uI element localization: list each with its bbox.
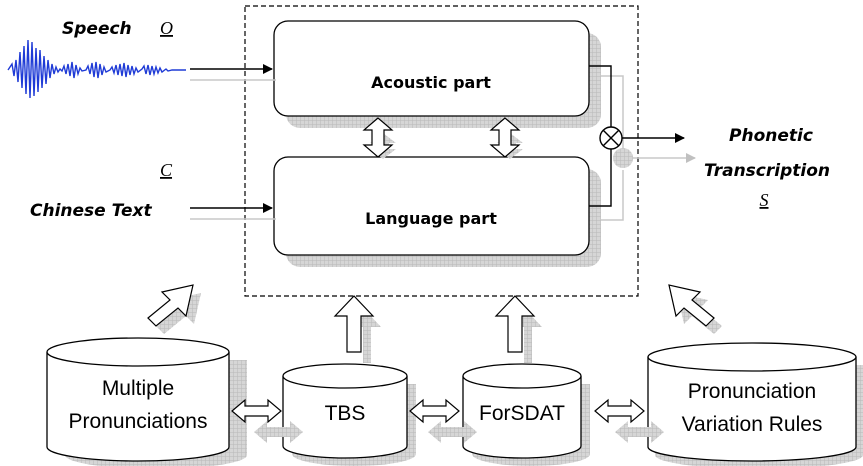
speech-waveform-icon [7,39,186,99]
coupling-arrow-left [362,117,396,159]
model-boundary [244,5,639,297]
coupling-arrow-right [489,117,523,159]
output-label-line1: Phonetic [729,126,813,146]
database-label-line2: Variation Rules [682,413,823,436]
database-label-line1: Pronunciation [688,380,816,403]
speech-label: Speech [62,19,132,39]
diagonal-arrow-left [147,284,201,334]
diagonal-arrow-right [668,284,722,334]
database-tbs: TBS [282,363,416,466]
acoustic-part-label: Acoustic part [371,73,491,92]
database-label: ForSDAT [479,402,565,425]
upward-arrow-forsdat [494,295,542,363]
link-arrow-forsdat-pvr [594,398,664,443]
database-label-line1: Multiple [102,377,174,400]
text-variable: C [160,160,173,180]
combiner-shadow [601,75,696,221]
language-part-box: Language part [273,156,601,267]
link-arrow-tbs-forsdat [409,398,477,443]
database-label: TBS [325,402,366,425]
link-arrow-mp-tbs [231,398,303,443]
output-variable: S [760,190,769,210]
multiply-combiner-icon [599,126,623,150]
upward-arrow-tbs [333,295,381,363]
combiner-lines [589,65,612,207]
chinese-text-label: Chinese Text [30,201,153,221]
acoustic-part-box: Acoustic part [273,20,601,128]
output-label-line2: Transcription [704,161,830,181]
database-multiple-pronunciations: Multiple Pronunciations [46,337,247,466]
language-part-label: Language part [365,209,497,228]
speech-variable: O [160,18,173,38]
database-label-line2: Pronunciations [69,410,208,433]
database-forsdat: ForSDAT [462,363,590,466]
database-pronunciation-variation-rules: Pronunciation Variation Rules [647,342,863,466]
